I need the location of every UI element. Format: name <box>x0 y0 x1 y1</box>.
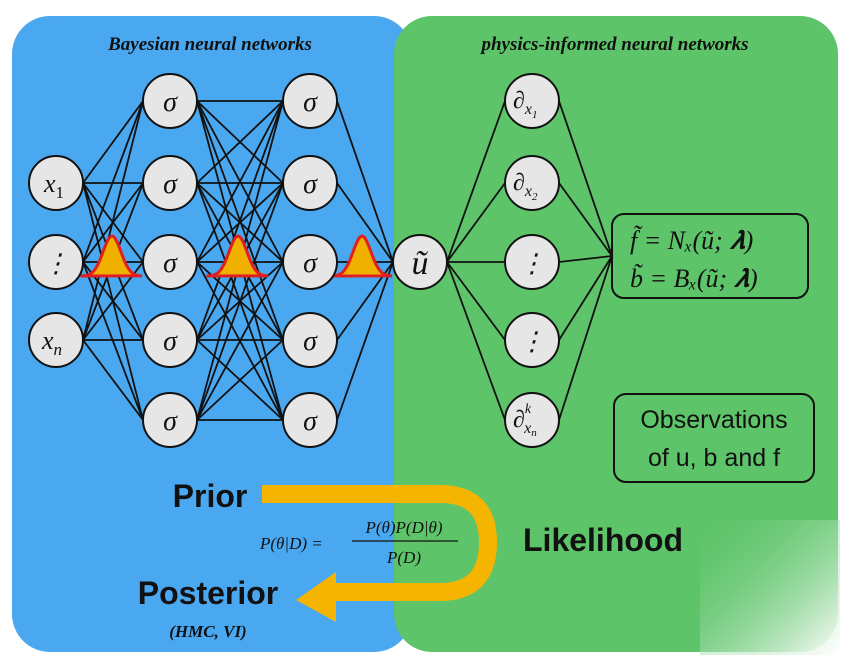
observations-line-1: Observations <box>640 406 787 434</box>
pinn-panel <box>394 16 838 652</box>
hidden-node: σ <box>282 392 338 448</box>
svg-text:σ: σ <box>303 169 318 200</box>
prior-likelihood-arrow <box>262 485 498 601</box>
network-edge <box>558 255 613 421</box>
derivative-node-dots-2: ⋮ <box>504 312 560 368</box>
hidden-node: σ <box>282 73 338 129</box>
svg-text:σ: σ <box>303 406 318 437</box>
network-edge <box>82 100 144 184</box>
svg-text:P(θ)P(D|θ): P(θ)P(D|θ) <box>364 518 442 537</box>
svg-text:σ: σ <box>163 87 178 118</box>
posterior-label: Posterior <box>138 575 278 611</box>
network-edge <box>82 100 144 341</box>
network-edge <box>82 339 144 421</box>
derivative-node-x1: ∂x1 <box>504 73 560 129</box>
network-edge <box>82 261 144 421</box>
network-edge <box>196 339 284 421</box>
input-node-xn: xn <box>28 312 84 368</box>
hidden-node: σ <box>282 155 338 211</box>
svg-text:σ: σ <box>163 406 178 437</box>
network-edge <box>446 182 506 263</box>
bayes-formula: P(θ|D) = P(θ)P(D|θ) P(D) <box>259 518 458 567</box>
network-edge <box>336 182 394 263</box>
pinn-title: physics-informed neural networks <box>479 34 748 55</box>
observations-line-2: of u, b and f <box>648 444 780 472</box>
input-node-x1: x1 <box>28 155 84 211</box>
hidden-node: σ <box>142 155 198 211</box>
network-edge <box>196 100 284 341</box>
gaussian-distribution-icon <box>206 234 269 278</box>
derivative-node-x2: ∂x2 <box>504 155 560 211</box>
svg-text:σ: σ <box>163 326 178 357</box>
network-edge <box>558 182 613 257</box>
panel-fade <box>700 520 840 655</box>
hidden-node: σ <box>142 392 198 448</box>
input-node-dots: ⋮ <box>28 234 84 290</box>
gaussian-distribution-icon <box>330 234 393 278</box>
svg-text:σ: σ <box>303 87 318 118</box>
svg-text:P(θ|D) =: P(θ|D) = <box>259 534 323 553</box>
svg-text:∂kxn: ∂kxn <box>513 402 537 439</box>
hidden-node: σ <box>142 234 198 290</box>
likelihood-label: Likelihood <box>523 522 683 558</box>
network-edge <box>196 261 284 421</box>
svg-text:⋮: ⋮ <box>43 249 69 278</box>
svg-text:σ: σ <box>163 248 178 279</box>
hidden-node: σ <box>282 312 338 368</box>
prior-label: Prior <box>173 478 248 514</box>
methods-label: (HMC, VI) <box>169 622 246 641</box>
hidden-layer-2: σ σ σ σ σ <box>282 73 338 448</box>
network-edge <box>558 255 613 263</box>
equation-b: b̃ = Bₓ(ũ; 𝝀) <box>630 264 758 293</box>
network-edge <box>336 100 394 263</box>
network-edge <box>196 100 284 263</box>
hidden-node: σ <box>142 73 198 129</box>
svg-text:x1: x1 <box>43 169 64 202</box>
network-edge <box>446 261 506 421</box>
residual-equations-box: f̃ = Nₓ(ũ; 𝝀) b̃ = Bₓ(ũ; 𝝀) <box>611 213 809 299</box>
svg-text:⋮: ⋮ <box>519 327 545 356</box>
svg-text:σ: σ <box>163 169 178 200</box>
derivative-node-dots-1: ⋮ <box>504 234 560 290</box>
svg-text:P(D): P(D) <box>386 548 421 567</box>
posterior-arrowhead <box>296 572 336 622</box>
weight-distributions <box>80 234 393 278</box>
svg-text:ũ: ũ <box>412 245 429 282</box>
network-edge <box>558 100 613 257</box>
observations-box: Observations of u, b and f <box>613 393 815 483</box>
equation-f: f̃ = Nₓ(ũ; 𝝀) <box>630 226 753 255</box>
svg-text:xn: xn <box>41 326 62 359</box>
gaussian-distribution-icon <box>80 234 143 278</box>
network-edge <box>82 100 144 263</box>
svg-text:⋮: ⋮ <box>519 249 545 278</box>
network-edge <box>558 255 613 341</box>
network-edge <box>196 182 284 421</box>
bnn-title: Bayesian neural networks <box>107 34 312 55</box>
network-edge <box>446 261 506 341</box>
network-edge <box>446 100 506 263</box>
svg-text:σ: σ <box>303 326 318 357</box>
output-node-u: ũ <box>392 234 448 290</box>
network-edge <box>196 100 284 184</box>
hidden-node: σ <box>142 312 198 368</box>
hidden-node: σ <box>282 234 338 290</box>
hidden-layer-1: σ σ σ σ σ <box>142 73 198 448</box>
svg-text:∂x1: ∂x1 <box>513 88 537 121</box>
svg-text:∂x2: ∂x2 <box>513 170 538 203</box>
svg-text:σ: σ <box>303 248 318 279</box>
network-edge <box>336 261 394 421</box>
